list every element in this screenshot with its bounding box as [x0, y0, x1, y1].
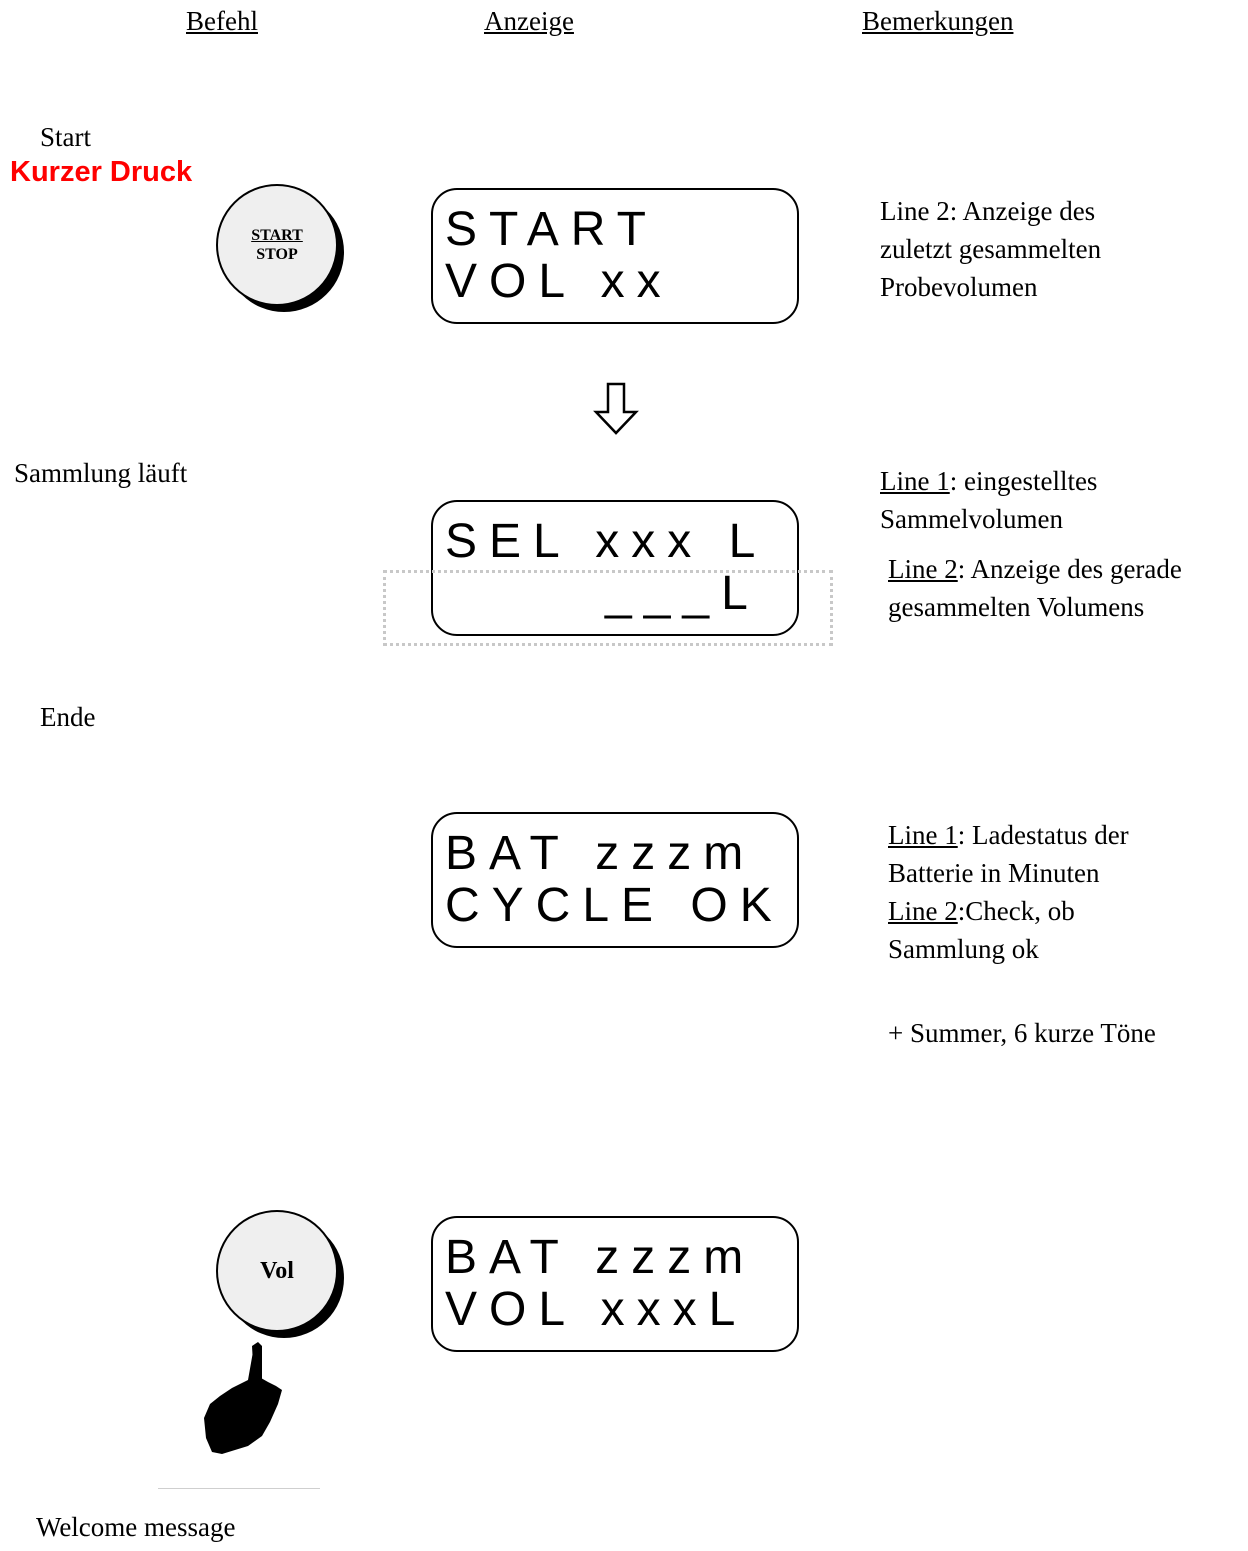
remark-key: Line 1 [888, 820, 958, 850]
vol-button-label: Vol [260, 1257, 294, 1284]
hand-panel [158, 1326, 320, 1489]
remark-text: : Ladestatus der [957, 820, 1129, 850]
remark-line: Line 2: Anzeige des [880, 196, 1096, 226]
lcd-start: START VOL xx [431, 188, 799, 324]
short-press-label: Kurzer Druck [10, 156, 193, 188]
welcome-caption: Welcome message [36, 1512, 236, 1542]
remark-line: Sammelvolumen [880, 504, 1063, 534]
remark-running-1: Line 1: eingestelltes Sammelvolumen [880, 462, 1240, 538]
header-bemerkungen: Bemerkungen [862, 6, 1014, 36]
lcd-line-1: BAT zzzm [445, 827, 756, 880]
pointing-hand-icon [204, 1342, 282, 1454]
lcd-line-2: CYCLE OK [445, 879, 784, 932]
highlight-frame [383, 570, 833, 646]
lcd-line-1: START [445, 203, 658, 256]
remark-start: Line 2: Anzeige des zuletzt gesammelten … [880, 192, 1240, 306]
remark-text: : eingestelltes [949, 466, 1098, 496]
remark-key: Line 2 [888, 554, 958, 584]
lcd-line-1: SEL xxx L [445, 515, 768, 568]
step-start-label: Start [40, 122, 91, 152]
remark-key: Line 1 [880, 466, 950, 496]
remark-line: gesammelten Volumens [888, 592, 1145, 622]
start-stop-button-label-2: STOP [256, 246, 298, 263]
step-running-label: Sammlung läuft [14, 458, 188, 488]
step-end-label: Ende [40, 702, 96, 732]
lcd-line-2: VOL xx [445, 255, 673, 308]
vol-button[interactable]: Vol [216, 1210, 338, 1332]
remark-end: Line 1: Ladestatus der Batterie in Minut… [888, 816, 1248, 968]
remark-line: zuletzt gesammelten [880, 234, 1102, 264]
header-befehl: Befehl [186, 6, 258, 36]
remark-line: Probevolumen [880, 272, 1038, 302]
down-arrow-icon [593, 382, 639, 435]
remark-key: Line 2 [888, 896, 958, 926]
lcd-line-2: VOL xxxL [445, 1283, 748, 1336]
buzzer-note: + Summer, 6 kurze Töne [888, 1018, 1156, 1048]
header-anzeige: Anzeige [484, 6, 574, 36]
start-stop-button-label-1: START [251, 227, 303, 244]
remark-running-2: Line 2: Anzeige des gerade gesammelten V… [888, 550, 1248, 626]
lcd-line-2: ___L [605, 567, 760, 620]
remark-text: : Anzeige des gerade [957, 554, 1182, 584]
start-stop-button[interactable]: START STOP [216, 184, 338, 306]
lcd-end: BAT zzzm CYCLE OK [431, 812, 799, 948]
remark-text: :Check, ob [957, 896, 1075, 926]
remark-line: Sammlung ok [888, 934, 1039, 964]
lcd-running: SEL xxx L ___L [431, 500, 799, 636]
remark-line: Batterie in Minuten [888, 858, 1100, 888]
lcd-vol: BAT zzzm VOL xxxL [431, 1216, 799, 1352]
lcd-line-1: BAT zzzm [445, 1231, 756, 1284]
